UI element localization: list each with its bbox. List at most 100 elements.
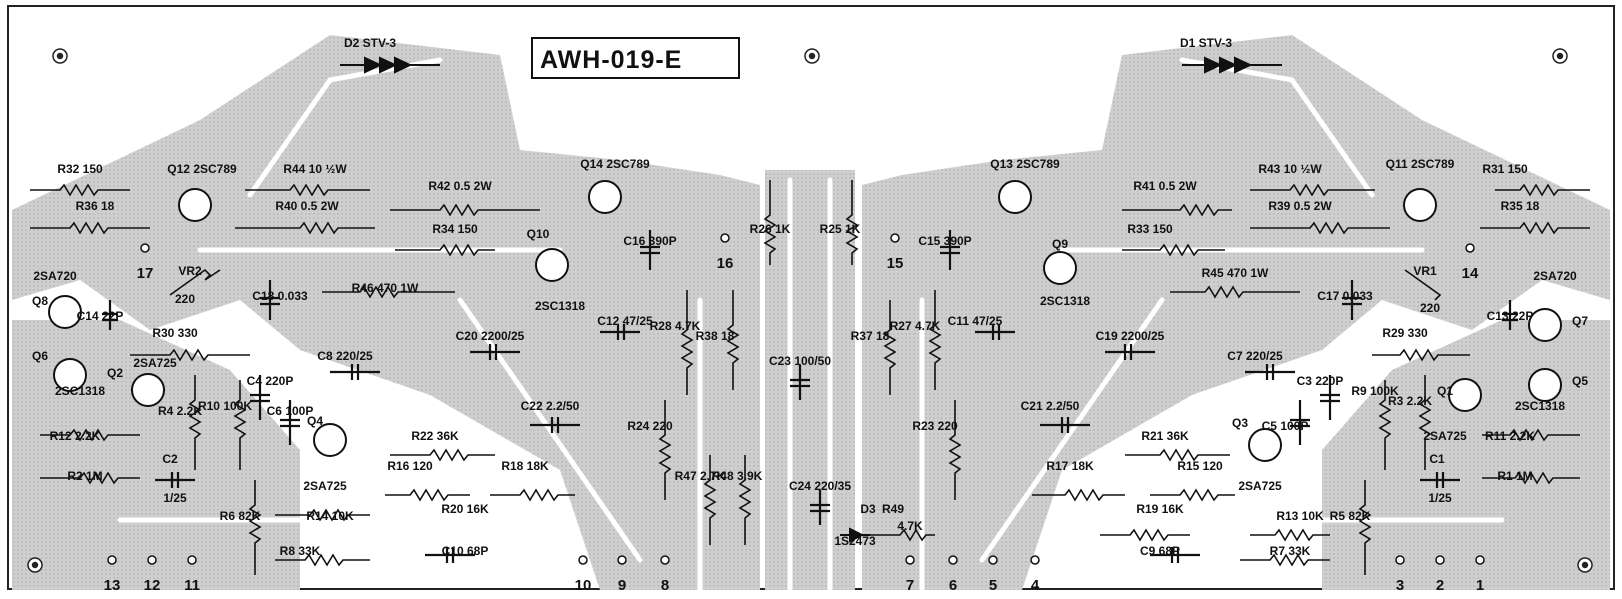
pin-pad-2	[1435, 555, 1445, 565]
label-c3: C3 220P	[1297, 374, 1344, 388]
pin-label-8: 8	[661, 577, 669, 594]
label-q2: Q2	[107, 366, 123, 380]
label-r21: R21 36K	[1141, 429, 1189, 443]
label-r41: R41 0.5 2W	[1133, 179, 1197, 193]
transistor-symbols	[48, 180, 1562, 462]
board-title: AWH-019-E	[540, 46, 682, 74]
label-r45: R45 470 1W	[1202, 266, 1269, 280]
pin-pad-16	[720, 233, 730, 243]
label-r9: R9 100K	[1351, 384, 1399, 398]
label-c10: C10 68P	[442, 544, 489, 558]
label-sc1318c: 2SC1318	[55, 384, 105, 398]
label-r34: R34 150	[432, 222, 478, 236]
board-title-box	[531, 37, 740, 79]
label-q14: Q14 2SC789	[580, 157, 650, 171]
pin-label-2: 2	[1436, 577, 1444, 594]
pin-pad-5	[988, 555, 998, 565]
label-q4: Q4	[307, 414, 323, 428]
pin-pad-3	[1395, 555, 1405, 565]
pin-pad-6	[948, 555, 958, 565]
pin-label-16: 16	[717, 255, 734, 272]
pin-pad-1	[1475, 555, 1485, 565]
capacitor-symbols	[102, 230, 1518, 563]
label-r27: R27 4.7K	[890, 319, 941, 333]
label-c24: C24 220/35	[789, 479, 851, 493]
label-r15: R15 120	[1177, 459, 1223, 473]
label-q5: Q5	[1572, 374, 1588, 388]
label-r26: R26 1K	[750, 222, 791, 236]
label-r35: R35 18	[1501, 199, 1540, 213]
label-r3: R3 2.2K	[1388, 394, 1432, 408]
label-r22: R22 36K	[411, 429, 459, 443]
pin-label-13: 13	[104, 577, 121, 594]
label-q8: Q8	[32, 294, 48, 308]
label-sa725d: 2SA725	[1423, 429, 1467, 443]
label-r49v: 4.7K	[897, 519, 923, 533]
label-q13: Q13 2SC789	[990, 157, 1060, 171]
label-c11: C11 47/25	[948, 314, 1003, 328]
label-c5: C5 100P	[1262, 419, 1309, 433]
label-r13: R13 10K	[1276, 509, 1324, 523]
label-c8: C8 220/25	[317, 349, 373, 363]
label-r28: R28 4.7K	[650, 319, 701, 333]
pin-pad-9	[617, 555, 627, 565]
pin-label-10: 10	[575, 577, 592, 594]
label-r48: R48 3.9K	[712, 469, 763, 483]
label-c2: C2	[162, 452, 178, 466]
label-vr2: VR2	[178, 264, 202, 278]
label-r44: R44 10 ½W	[283, 162, 347, 176]
pin-label-17: 17	[137, 265, 154, 282]
label-r20: R20 16K	[441, 502, 489, 516]
pin-label-15: 15	[887, 255, 904, 272]
label-c19: C19 2200/25	[1096, 329, 1165, 343]
label-r16: R16 120	[387, 459, 433, 473]
label-r30: R30 330	[152, 326, 198, 340]
label-sa725c: 2SA725	[1238, 479, 1282, 493]
label-r23: R23 220	[912, 419, 958, 433]
label-c14: C14 22P	[77, 309, 124, 323]
mounting-holes	[27, 48, 1593, 573]
pin-pad-12	[147, 555, 157, 565]
label-c23: C23 100/50	[769, 354, 831, 368]
label-sc1318a: 2SC1318	[535, 299, 585, 313]
label-q3: Q3	[1232, 416, 1248, 430]
label-q10: Q10	[527, 227, 550, 241]
pin-pad-4	[1030, 555, 1040, 565]
pin-pad-10	[578, 555, 588, 565]
label-c20: C20 2200/25	[456, 329, 525, 343]
label-r47: R47 2.7K	[675, 469, 726, 483]
label-r4: R4 2.2K	[158, 404, 202, 418]
label-d3p: 1S2473	[834, 534, 876, 548]
label-v125r: 1/25	[1428, 491, 1452, 505]
label-r31: R31 150	[1482, 162, 1528, 176]
pin-label-3: 3	[1396, 577, 1404, 594]
pin-label-1: 1	[1476, 577, 1484, 594]
label-r38: R38 18	[696, 329, 735, 343]
label-vr1: VR1	[1413, 264, 1437, 278]
label-r19: R19 16K	[1136, 502, 1184, 516]
label-c21: C21 2.2/50	[1021, 399, 1080, 413]
label-q7: Q7	[1572, 314, 1588, 328]
label-sa720l: 2SA720	[33, 269, 77, 283]
label-r12: R12 2.2K	[50, 429, 101, 443]
label-c22: C22 2.2/50	[521, 399, 580, 413]
pin-label-14: 14	[1462, 265, 1479, 282]
label-sa725b: 2SA725	[303, 479, 347, 493]
label-r8: R8 33K	[280, 544, 321, 558]
trace-gaps	[117, 57, 1505, 593]
label-sc1318b: 2SC1318	[1040, 294, 1090, 308]
pin-pad-7	[905, 555, 915, 565]
label-c7: C7 220/25	[1227, 349, 1283, 363]
label-r17: R17 18K	[1046, 459, 1094, 473]
label-c17: C17 0.033	[1317, 289, 1373, 303]
label-d2: D2 STV-3	[344, 36, 396, 50]
label-r25: R25 1K	[820, 222, 861, 236]
label-d1: D1 STV-3	[1180, 36, 1232, 50]
label-r33: R33 150	[1127, 222, 1173, 236]
label-r10: R10 100K	[198, 399, 252, 413]
label-r39: R39 0.5 2W	[1268, 199, 1332, 213]
label-c9: C9 68P	[1140, 544, 1180, 558]
label-q1: Q1	[1437, 384, 1453, 398]
label-r36: R36 18	[76, 199, 115, 213]
